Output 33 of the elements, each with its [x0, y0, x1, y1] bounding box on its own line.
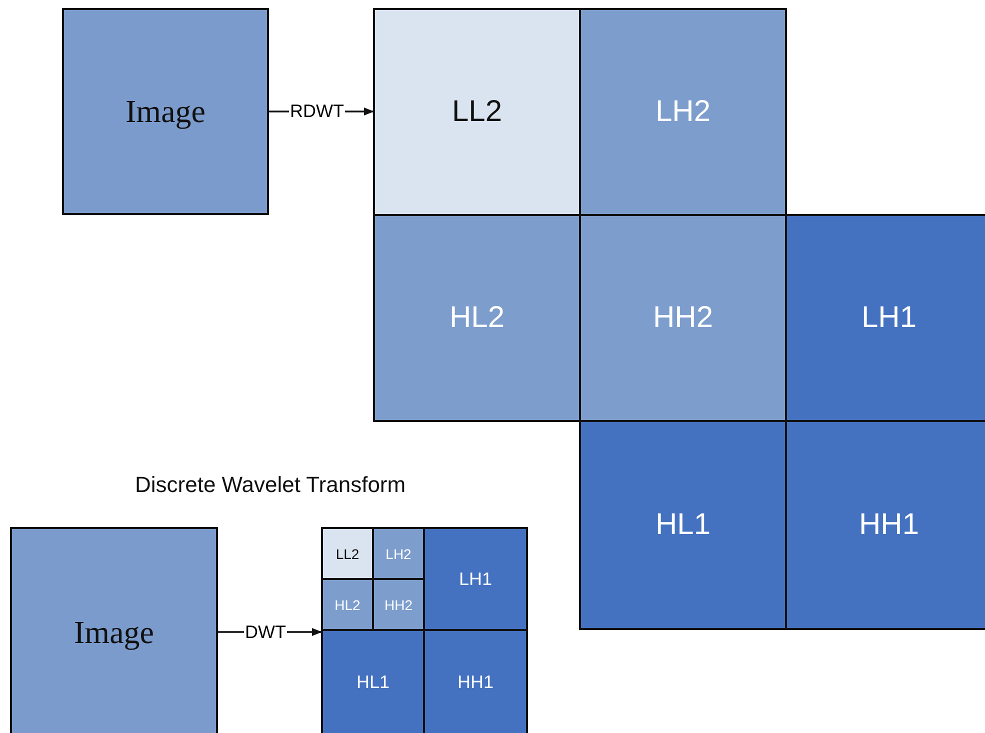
image-block — [10, 527, 218, 733]
subband-block — [579, 8, 787, 216]
subband-block — [372, 578, 425, 631]
subband-label: HH1 — [457, 672, 494, 692]
subband-block — [423, 527, 528, 631]
subband-block — [579, 420, 787, 630]
subband-label: HL2 — [449, 301, 505, 335]
subband-label: HL1 — [655, 508, 711, 542]
subband-block — [373, 214, 581, 422]
subband-block — [321, 578, 374, 631]
subband-label: LH2 — [655, 95, 711, 129]
subband-label: LL2 — [336, 546, 360, 562]
subband-label: LH2 — [386, 546, 412, 562]
subband-label: LH1 — [861, 301, 917, 335]
subband-label: LH1 — [458, 568, 492, 590]
subband-label: HH2 — [652, 301, 713, 335]
image-block — [62, 8, 269, 215]
image-label: Image — [126, 93, 206, 130]
subband-label: HH2 — [384, 596, 412, 612]
section-title: Discrete Wavelet Transform — [135, 472, 406, 498]
subband-label: HL1 — [356, 672, 390, 692]
subband-block — [372, 527, 425, 580]
subband-label: HL2 — [334, 596, 360, 612]
subband-block — [579, 214, 787, 422]
image-label: Image — [74, 614, 154, 650]
subband-block — [373, 8, 581, 216]
subband-block — [321, 527, 374, 580]
subband-label: HH1 — [858, 508, 919, 542]
subband-block — [423, 629, 528, 733]
subband-block — [785, 214, 985, 422]
subband-block — [785, 420, 985, 630]
subband-block — [321, 629, 425, 733]
subband-label: LL2 — [452, 95, 502, 129]
